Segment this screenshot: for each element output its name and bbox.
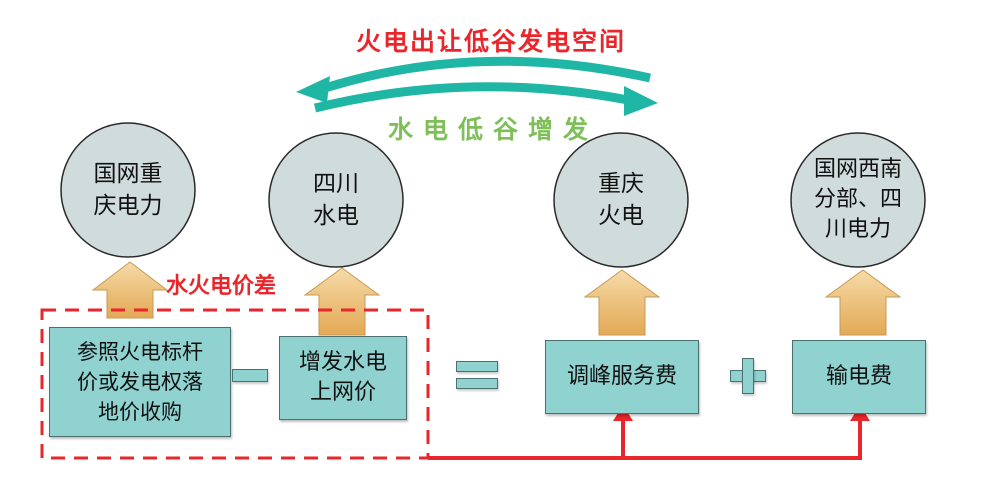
red-connector-line [428,418,862,460]
curved-arrow-left [323,56,651,93]
equals-operator-top [456,361,498,372]
minus-operator [232,369,268,382]
circle-text-chongqing-grid: 国网重 庆电力 [93,161,163,219]
plus-operator-vertical [742,358,754,394]
price-diff-label: 水火电价差 [166,274,277,299]
circle-text-southwest-grid: 国网西南 分部、四 川电力 [813,157,902,242]
circle-chongqing-thermal [553,132,689,268]
dashed-group-border [40,308,430,460]
up-arrow-3 [583,269,661,336]
bottom-label: 水电低谷增发 [387,115,598,144]
box-peak-service-fee: 调峰服务费 [545,340,699,414]
up-arrow-2 [303,267,381,336]
circle-text-chongqing-thermal: 重庆 火电 [598,171,644,229]
box-transmission-fee: 输电费 [792,340,926,414]
curved-arrow-right [313,82,629,113]
curved-arrow-right-head [624,86,658,116]
box-hydro-grid-price: 增发水电 上网价 [279,336,407,420]
circle-text-sichuan-hydro: 四川 水电 [313,171,359,229]
up-arrow-4 [824,269,902,336]
up-arrow-1 [91,261,169,319]
box-benchmark-price: 参照火电标杆 价或发电权落 地价收购 [49,327,231,437]
top-label: 火电出让低谷发电空间 [355,27,626,56]
circle-chongqing-grid [60,122,196,258]
curved-arrow-left-head [296,76,330,103]
equals-operator-bottom [456,378,498,389]
circle-sichuan-hydro [268,132,404,268]
circle-southwest-grid [790,132,926,268]
